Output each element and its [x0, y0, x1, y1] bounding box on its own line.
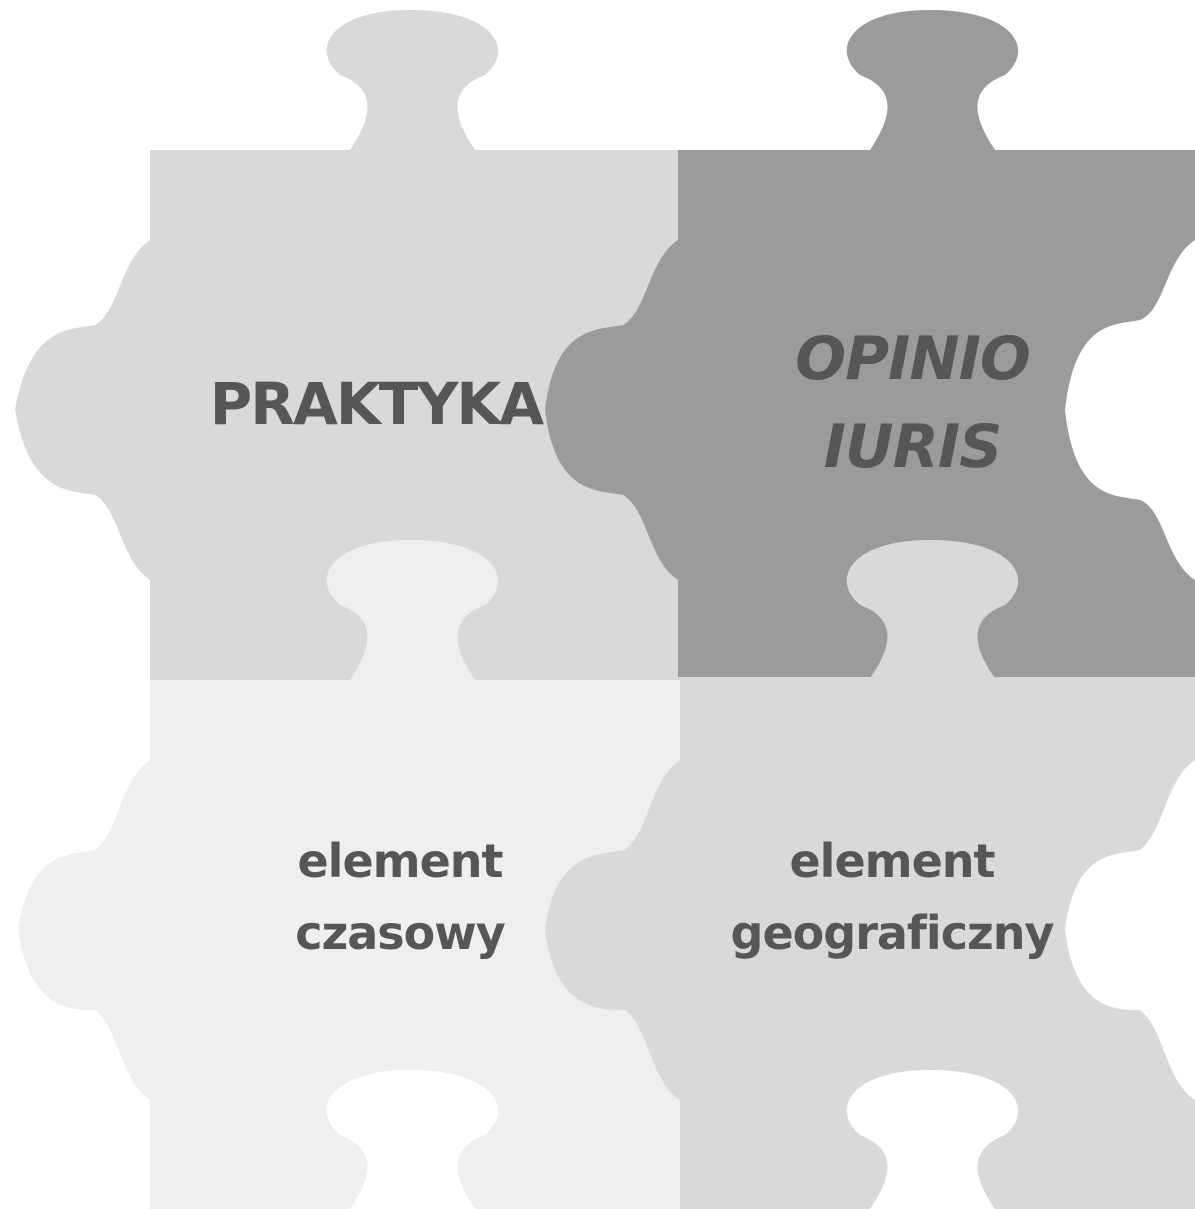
piece-label-bottom-right-line-2: geograficzny: [730, 906, 1055, 960]
puzzle-piece-top-right: [545, 10, 1195, 678]
piece-label-bottom-right-line-1: element: [789, 834, 995, 888]
piece-label-top-right-line-2: IURIS: [823, 412, 1003, 482]
piece-label-bottom-left-line-1: element: [297, 834, 503, 888]
piece-label-top-right-line-1: OPINIO: [795, 324, 1031, 394]
piece-label-top-left: PRAKTYKA: [200, 368, 552, 440]
piece-label-top-left-line-1: PRAKTYKA: [209, 370, 544, 438]
piece-label-bottom-left-line-2: czasowy: [295, 906, 506, 960]
piece-label-top-right: OPINIO IURIS: [770, 315, 1055, 491]
piece-label-bottom-left: element czasowy: [255, 825, 545, 969]
piece-label-bottom-right: element geograficzny: [712, 825, 1072, 969]
